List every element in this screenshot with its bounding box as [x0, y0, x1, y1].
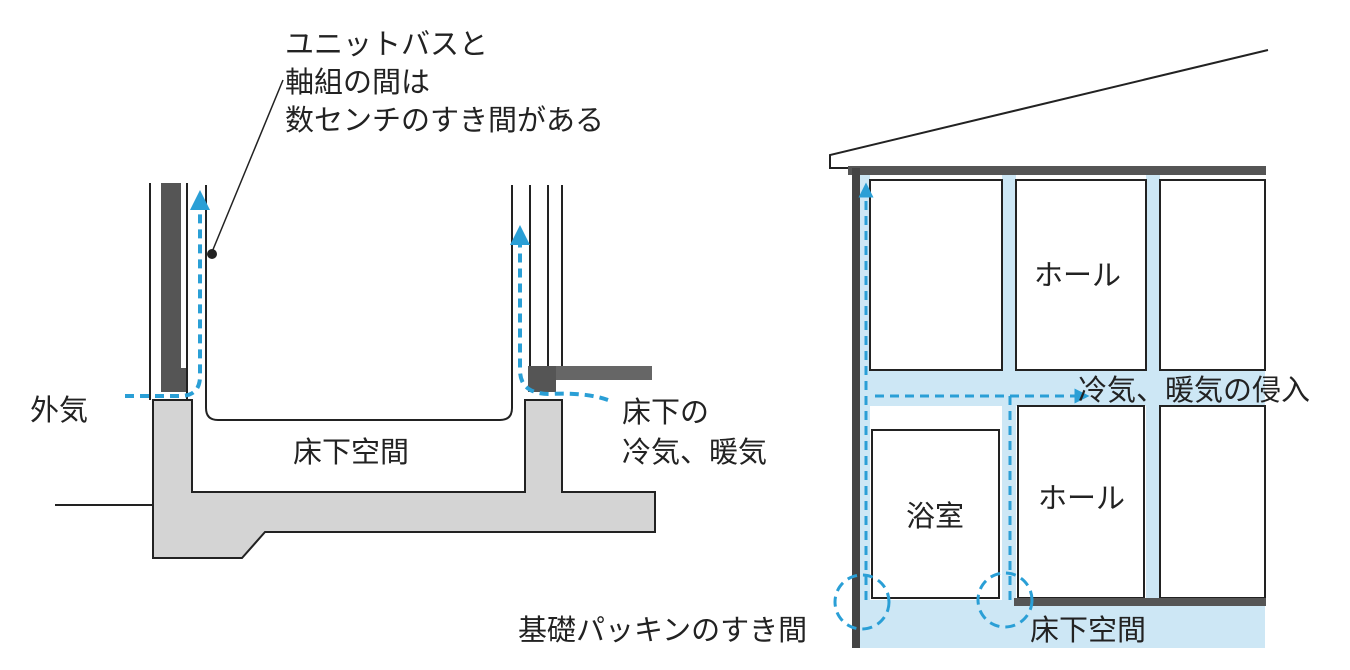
outside-air-label: 外気 [30, 393, 88, 427]
right-wall [528, 185, 652, 392]
left-section: ユニットバスと 軸組の間は 数センチのすき間がある 外気 床下空間 床下の 冷気… [30, 27, 767, 559]
bathroom-room [871, 429, 1000, 599]
concrete-foundation [152, 399, 656, 559]
gap-note-dot [207, 249, 217, 259]
gap-note-line3: 数センチのすき間がある [285, 103, 604, 137]
floor-slab [1014, 598, 1266, 606]
packing-gap-circle-right [976, 571, 1034, 629]
intrusion-label: 冷気、暖気の侵入 [1078, 373, 1310, 407]
roof-line [829, 49, 1269, 169]
upper-left-room [869, 179, 1003, 371]
hall-label-lower: ホール [1038, 481, 1125, 515]
underfloor-space-label-left: 床下空間 [293, 435, 409, 469]
left-wall [149, 183, 188, 400]
ceiling-beam [848, 166, 1266, 175]
right-airflow-arrow [510, 225, 609, 402]
packing-gap-circle-left [833, 573, 891, 631]
underfloor-space-label-right: 床下空間 [1030, 613, 1146, 647]
hall-label-upper: ホール [1034, 258, 1121, 292]
unit-bath-outline [205, 185, 513, 421]
underfloor-air-line1: 床下の [622, 395, 709, 429]
gap-note-leader [211, 79, 284, 253]
right-section: ホール 冷気、暖気の侵入 浴室 ホール 基礎パッキンのすき間 床下空間 [518, 49, 1310, 648]
lower-right-room [1159, 405, 1266, 599]
upper-hall-room [1015, 179, 1147, 371]
gap-note-line2: 軸組の間は [285, 65, 430, 99]
gap-note-line1: ユニットバスと [285, 27, 488, 61]
packing-gap-label: 基礎パッキンのすき間 [518, 613, 807, 647]
underfloor-air-line2: 冷気、暖気 [622, 435, 767, 469]
bathroom-label: 浴室 [906, 499, 964, 533]
exterior-wall [852, 168, 860, 648]
upper-right-room [1159, 179, 1266, 371]
lower-hall-room [1017, 405, 1145, 599]
